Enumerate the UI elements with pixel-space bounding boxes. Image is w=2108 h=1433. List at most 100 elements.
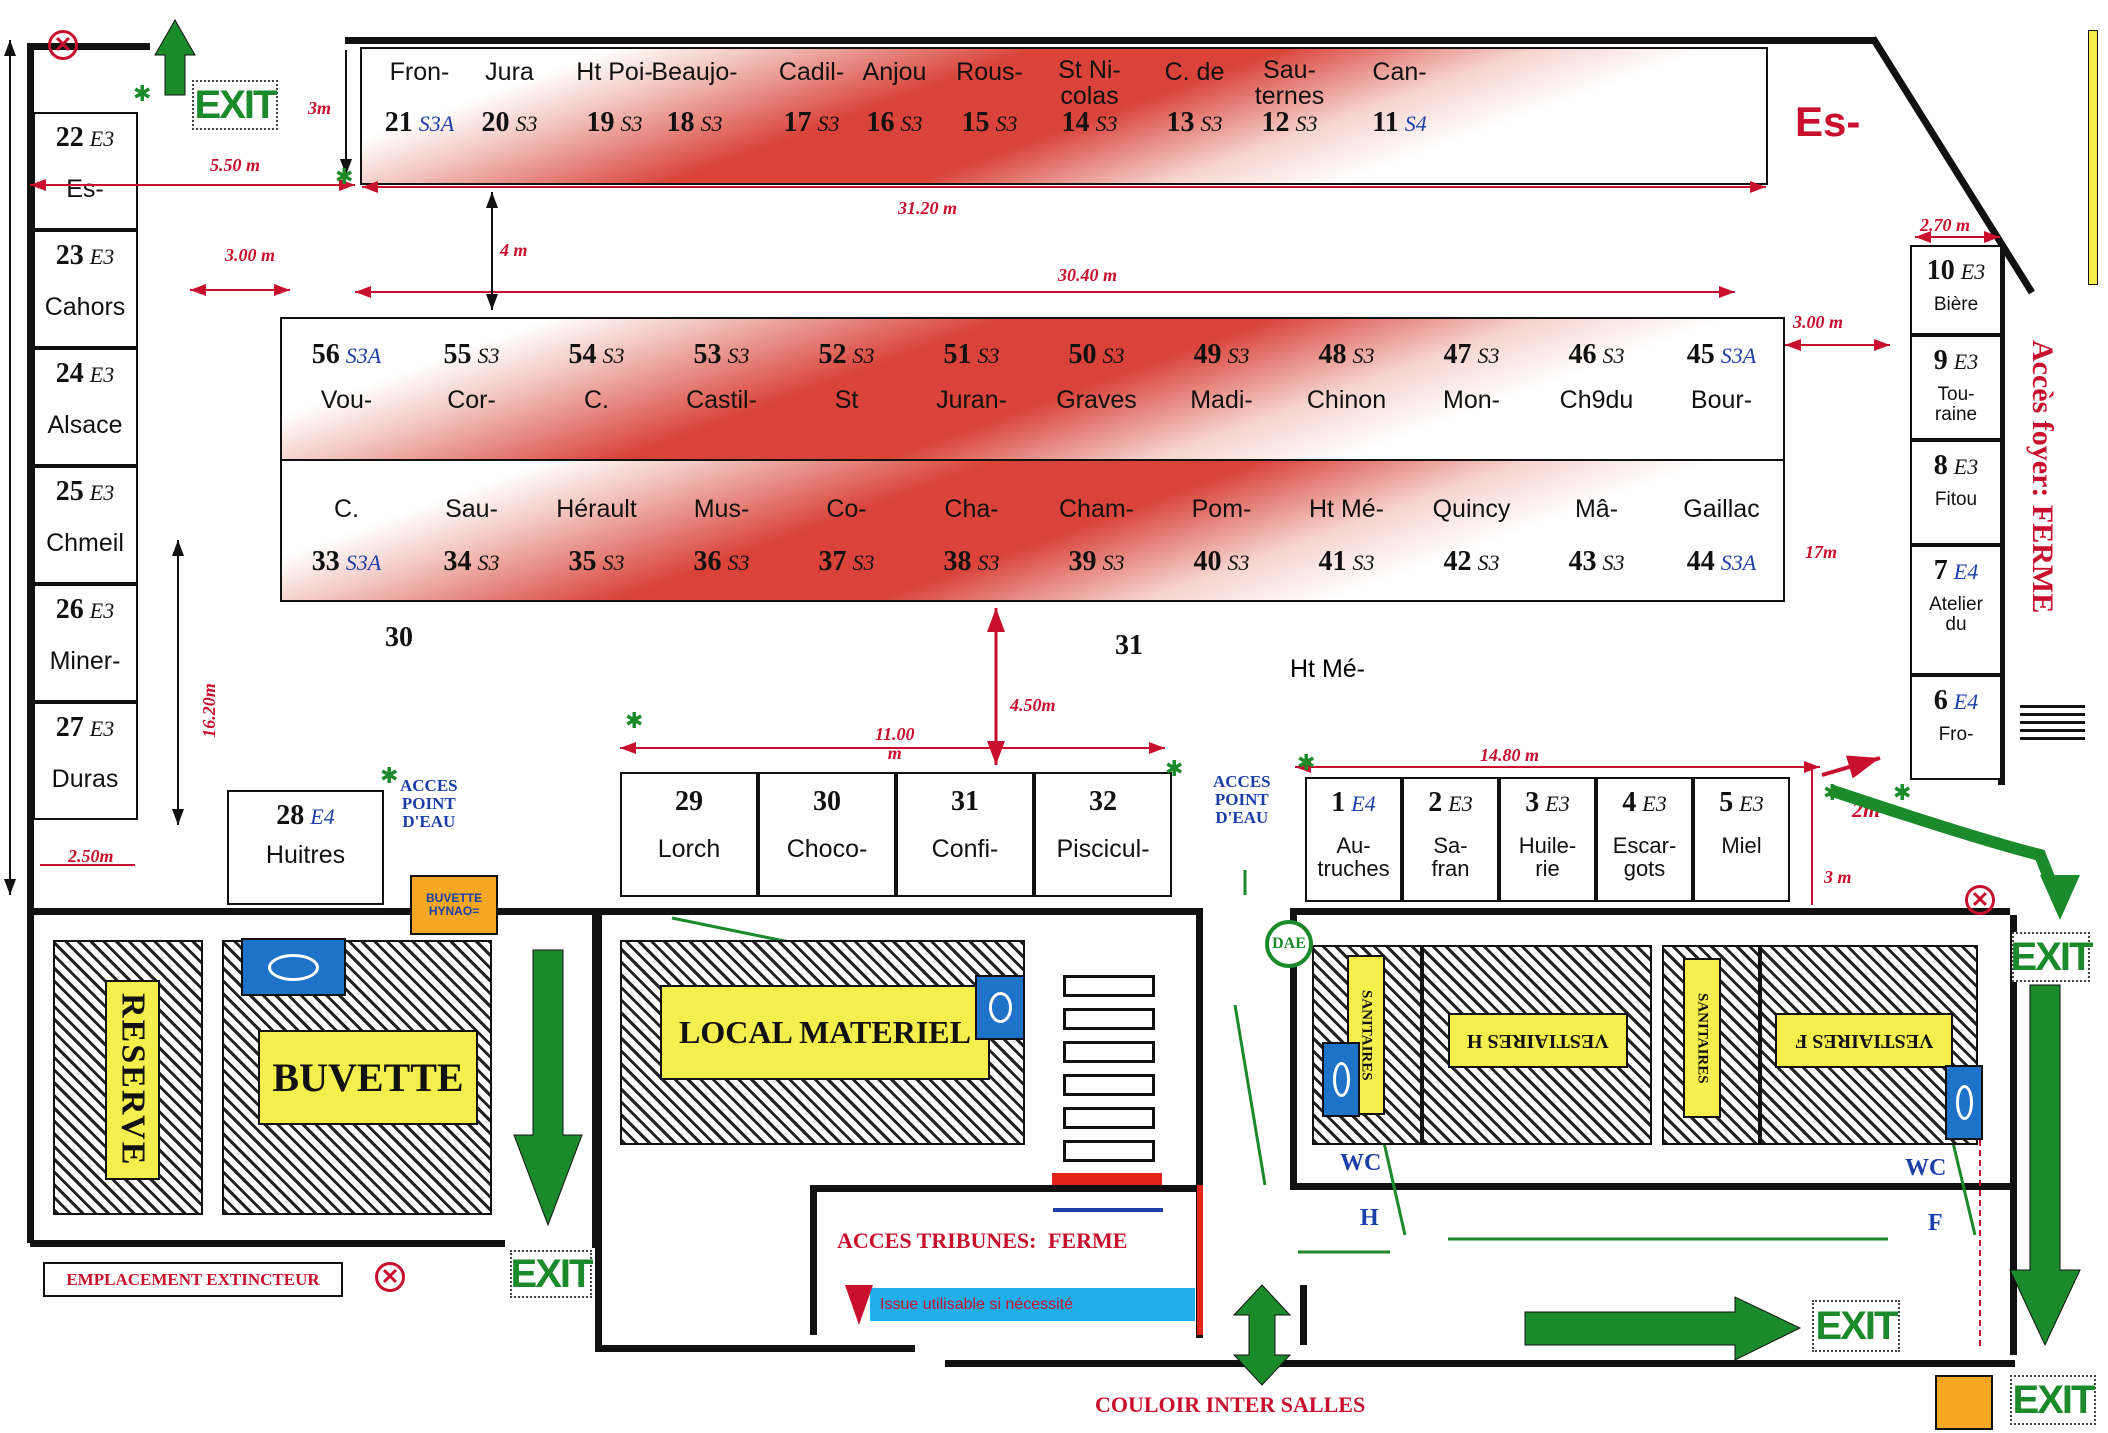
issue-text: Issue utilisable si nécessité xyxy=(880,1295,1073,1313)
stand-number: 2 xyxy=(1428,787,1443,818)
sanitaires-h-sink-icon xyxy=(1322,1042,1360,1117)
stand-number: 20 xyxy=(481,107,510,138)
measure-2-50m: 2.50m xyxy=(68,846,114,866)
sanitaires-h-text: SANITAIRES xyxy=(1358,989,1375,1081)
stand-number: 13 xyxy=(1166,107,1195,138)
extincteur-label: EMPLACEMENT EXTINCTEUR xyxy=(43,1262,343,1297)
stand-number: 15 xyxy=(961,107,990,138)
couloir-label: COULOIR INTER SALLES xyxy=(1095,1392,1366,1417)
dae-icon[interactable]: DAE xyxy=(1265,920,1313,968)
stand-category: S3 xyxy=(1102,343,1125,368)
stand-name: Madi- xyxy=(1190,386,1253,414)
stand-name: Mus- xyxy=(693,495,750,523)
stand-category: E3 xyxy=(89,716,115,741)
stand-name: Fro- xyxy=(1938,724,1974,745)
buvette-sink-icon xyxy=(241,938,346,996)
stand-name: Lorch xyxy=(657,835,721,863)
arrow-curve-head-icon xyxy=(2040,875,2080,920)
arrow-right-corridor-icon xyxy=(1524,1296,1802,1361)
stand-name: Juran- xyxy=(936,386,1007,414)
stand-category: S3A xyxy=(418,111,455,136)
stand-name: Quincy xyxy=(1432,495,1511,523)
stand-number: 18 xyxy=(666,107,695,138)
wc-f-label: WC xyxy=(1905,1155,1947,1181)
wall-top-left xyxy=(30,43,150,50)
f-label: F xyxy=(1928,1210,1943,1236)
issue-secours: Issue utilisable si nécessité xyxy=(870,1288,1195,1321)
